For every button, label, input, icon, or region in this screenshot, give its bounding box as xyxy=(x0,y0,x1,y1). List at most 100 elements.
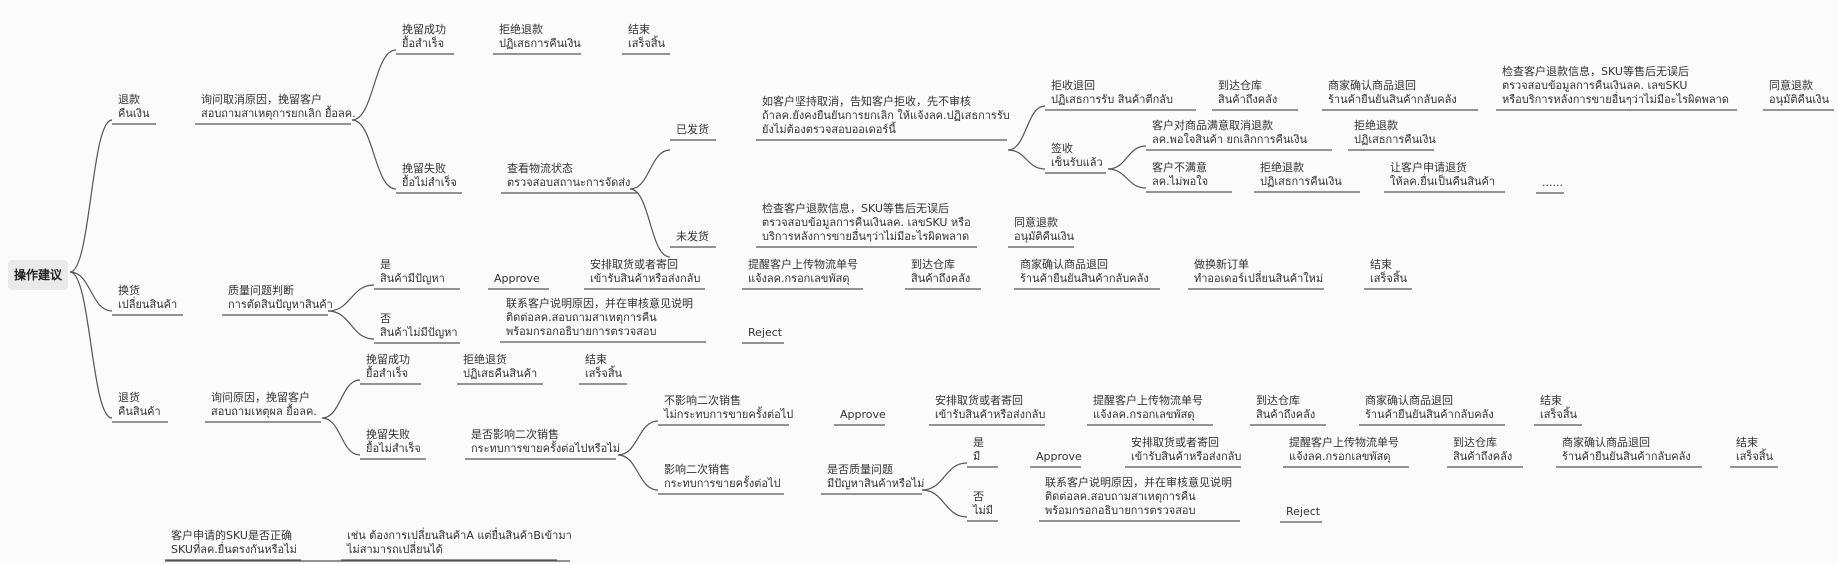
node-text: ร้านค้ายืนยันสินค้ากลับคลัง xyxy=(1020,272,1149,285)
node-quality-q: 是否质量问题มีปัญหาสินค้าหรือไม่ xyxy=(827,463,924,491)
node-text: 拒绝退款 xyxy=(1260,161,1304,174)
node-text: ร้านค้ายืนยันสินค้ากลับคลัง xyxy=(1562,450,1691,463)
node-text: 签收 xyxy=(1051,142,1073,155)
node-text: หรือบริการหลังการขายอื่นๆว่าไม่มีอะไรผิด… xyxy=(1502,93,1729,106)
node-ellipsis: ...... xyxy=(1542,176,1563,190)
node-text: 联系客户说明原因，并在审核意见说明 xyxy=(1045,476,1232,489)
node-sku-example: เช่น ต้องการเปลี่ยนสินค้าA แต่ยื่นสินค้า… xyxy=(347,529,572,557)
node-text: Reject xyxy=(1286,505,1321,518)
node-text: 已发货 xyxy=(676,123,709,136)
node-text: ยื้อไม่สำเร็จ xyxy=(366,442,421,455)
node-text: 退货 xyxy=(118,391,140,404)
node-text: Approve xyxy=(840,408,886,421)
node-text: 客户不满意 xyxy=(1152,161,1207,174)
node-text: 联系客户说明原因，并在审核意见说明 xyxy=(506,297,693,310)
node-text: 做换新订单 xyxy=(1194,258,1249,271)
node-text: Approve xyxy=(494,272,540,285)
node-text: เสร็จสิ้น xyxy=(1370,272,1408,285)
node-text: 客户申请的SKU是否正确 xyxy=(171,529,292,542)
node-approve-2: Approve xyxy=(840,408,886,422)
node-check-logistics: 查看物流状态ตรวจสอบสถานะการจัดส่ง xyxy=(507,162,630,190)
node-to-warehouse-4: 到达仓库สินค้าถึงคลัง xyxy=(1453,436,1512,464)
node-remind-upload-1: 提醒客户上传物流单号แจ้งลค.กรอกเลขพัสดุ xyxy=(748,258,858,286)
connector-line xyxy=(629,188,671,258)
node-text: 如客户坚持取消，告知客户拒收，先不审核 xyxy=(762,95,971,108)
node-text: 是否质量问题 xyxy=(827,463,893,476)
node-text: 结束 xyxy=(585,353,607,366)
node-text: SKUที่ลค.ยื่นตรงกันหรือไม่ xyxy=(171,543,297,556)
node-text: 结束 xyxy=(628,23,650,36)
node-arrange-pickup-2: 安排取货或者寄回เข้ารับสินค้าหรือส่งกลับ xyxy=(935,394,1045,422)
node-to-warehouse-2: 到达仓库สินค้าถึงคลัง xyxy=(911,258,970,286)
node-text: ตรวจสอบข้อมูลการคืนเงินลค. เลขSKU หรือ xyxy=(762,216,971,229)
node-text: สินค้าถึงคลัง xyxy=(1218,93,1278,106)
node-text: แจ้งลค.กรอกเลขพัสดุ xyxy=(748,272,850,285)
node-merchant-confirm-2: 商家确认商品退回ร้านค้ายืนยันสินค้ากลับคลัง xyxy=(1020,258,1149,286)
node-text: ลค.ไม่พอใจ xyxy=(1152,175,1209,188)
node-remind-upload-2: 提醒客户上传物流单号แจ้งลค.กรอกเลขพัสดุ xyxy=(1093,394,1203,422)
node-text: ยื้อสำเร็จ xyxy=(366,367,409,380)
node-text: ลค.พอใจสินค้า ยกเลิกการคืนเงิน xyxy=(1152,133,1308,146)
node-text: การตัดสินปัญหาสินค้า xyxy=(228,298,333,311)
node-agree-refund-2: 同意退款อนุมัติคืนเงิน xyxy=(1014,216,1074,244)
node-text: 挽留成功 xyxy=(366,353,410,366)
node-ask-return-reason: 询问原因，挽留客户สอบถามเหตุผล ยื้อลค. xyxy=(211,391,317,419)
node-retain-fail-1: 挽留失败ยื้อไม่สำเร็จ xyxy=(402,162,457,190)
connector-line xyxy=(1107,168,1147,189)
node-to-warehouse-3: 到达仓库สินค้าถึงคลัง xyxy=(1256,394,1315,422)
node-text: คืนสินค้า xyxy=(118,405,161,418)
node-text: แจ้งลค.กรอกเลขพัสดุ xyxy=(1289,450,1391,463)
node-exchange: 换货เปลี่ยนสินค้า xyxy=(118,284,177,312)
node-text: เสร็จสิ้น xyxy=(1736,450,1774,463)
node-text: 同意退款 xyxy=(1014,216,1058,229)
connector-line xyxy=(351,119,397,190)
node-retain-ok-1: 挽留成功ยื้อสำเร็จ xyxy=(402,23,446,51)
node-text: 未发货 xyxy=(676,230,709,243)
connector-line xyxy=(921,462,968,491)
connector-line xyxy=(617,420,659,456)
node-text: 是 xyxy=(380,258,391,271)
node-reject-refund-1: 拒绝退款ปฏิเสธการคืนเงิน xyxy=(499,23,581,51)
node-merchant-confirm-3: 商家确认商品退回ร้านค้ายืนยันสินค้ากลับคลัง xyxy=(1365,394,1494,422)
node-text: 提醒客户上传物流单号 xyxy=(1289,436,1399,449)
node-text: 检查客户退款信息，SKU等售后无误后 xyxy=(762,202,949,215)
node-text: เปลี่ยนสินค้า xyxy=(118,298,178,311)
node-no-problem: 否สินค้าไม่มีปัญหา xyxy=(380,312,458,340)
node-text: 提醒客户上传物流单号 xyxy=(1093,394,1203,407)
node-text: ยังไม่ต้องตรวจสอบออเดอร์นี้ xyxy=(762,123,896,136)
node-resale-impact: 影响二次销售กระทบการขายครั้งต่อไป xyxy=(664,463,781,491)
node-text: ไม่สามารถเปลี่ยนได้ xyxy=(347,543,443,556)
node-contact-2: 联系客户说明原因，并在审核意见说明ติดต่อลค.สอบถามสาเหตุกา… xyxy=(1045,476,1232,518)
node-text: 是 xyxy=(973,436,984,449)
connector-line xyxy=(921,489,968,518)
node-text: ยื้อไม่สำเร็จ xyxy=(402,176,457,189)
node-end-5: 结束เสร็จสิ้น xyxy=(1736,436,1773,464)
node-text: เสร็จสิ้น xyxy=(585,367,623,380)
node-text: 到达仓库 xyxy=(1218,79,1262,92)
node-end-4: 结束เสร็จสิ้น xyxy=(1540,394,1577,422)
node-not-shipped: 未发货 xyxy=(676,230,709,244)
node-text: 安排取货或者寄回 xyxy=(590,258,678,271)
node-approve-1: Approve xyxy=(494,272,540,286)
connector-line xyxy=(1007,105,1046,151)
node-text: คืนเงิน xyxy=(118,107,150,120)
node-text: สินค้าไม่มีปัญหา xyxy=(380,326,458,339)
node-text: ยื้อสำเร็จ xyxy=(402,37,445,50)
node-text: เช่น ต้องการเปลี่ยนสินค้าA แต่ยื่นสินค้า… xyxy=(347,529,572,542)
node-text: Reject xyxy=(748,326,783,339)
node-text: 商家确认商品退回 xyxy=(1562,436,1650,449)
node-text: 拒绝退款 xyxy=(1354,119,1398,132)
connector-line xyxy=(1007,149,1046,170)
node-text: ปฏิเสธคืนสินค้า xyxy=(463,367,538,380)
node-text: ให้ลค.ยื่นเป็นคืนสินค้า xyxy=(1390,175,1496,188)
root-node: 操作建议 xyxy=(8,260,68,290)
node-text: ตรวจสอบสถานะการจัดส่ง xyxy=(507,176,631,189)
node-text: 询问原因，挽留客户 xyxy=(211,391,310,404)
node-text: 否 xyxy=(380,312,391,325)
node-text: 退款 xyxy=(118,93,140,106)
connector-line xyxy=(321,379,361,419)
node-text: เข้ารับสินค้าหรือส่งกลับ xyxy=(590,272,701,285)
node-text: ปฏิเสธการรับ สินค้าตีกลับ xyxy=(1051,93,1173,106)
node-end-1: 结束เสร็จสิ้น xyxy=(628,23,665,51)
